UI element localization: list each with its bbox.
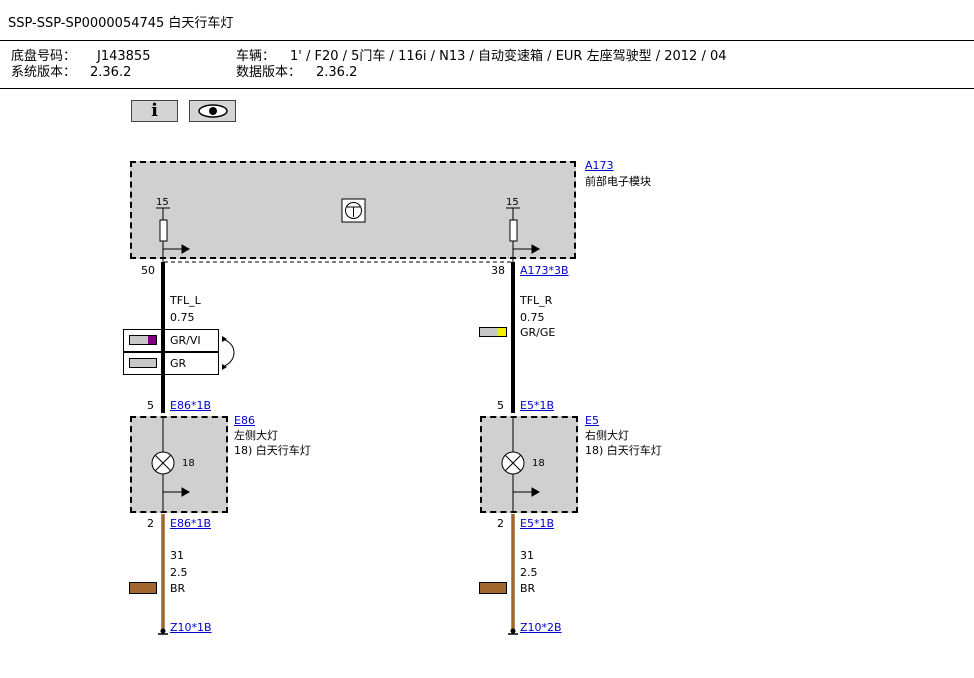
swatch-gr-ge: [479, 327, 507, 337]
module-left-pin-label: 15: [156, 197, 169, 208]
color-option-gr-vi[interactable]: [123, 329, 219, 352]
lamp-e86-pin-label: 18: [182, 458, 195, 469]
right-wire-name: TFL_R: [520, 294, 553, 307]
info-button[interactable]: i: [131, 100, 178, 122]
module-right-output: [506, 207, 541, 262]
right-wire-size: 0.75: [520, 311, 545, 324]
ground-left-wire-name: 31: [170, 549, 184, 562]
right-connector-top-link[interactable]: A173*3B: [520, 264, 569, 277]
chassis-value: J143855: [97, 49, 151, 64]
header-bottom-divider: [0, 88, 974, 89]
right-connector-bottom-link[interactable]: E5*1B: [520, 399, 554, 412]
option-bracket: [221, 338, 235, 368]
ground-right-wire-name: 31: [520, 549, 534, 562]
left-headlight-box[interactable]: [130, 416, 228, 513]
lamp-e5-function: 18) 白天行车灯: [585, 444, 662, 457]
swatch-br-left: [129, 582, 157, 594]
module-right-pin-label: 15: [506, 197, 519, 208]
module-symbol-icon: [341, 198, 366, 223]
swatch-gr-vi: [129, 335, 157, 345]
ground-right-wire-color: BR: [520, 582, 536, 595]
right-wire-color: GR/GE: [520, 326, 556, 339]
ground-symbol-right: [508, 628, 518, 635]
color-option-gr[interactable]: [123, 352, 219, 375]
ground-right-pin: 2: [497, 517, 504, 530]
left-wire-color-option-1: GR/VI: [170, 334, 201, 347]
lamp-e5-link[interactable]: E5: [585, 414, 599, 427]
module-a173-name: 前部电子模块: [585, 175, 651, 188]
lamp-e86-link[interactable]: E86: [234, 414, 255, 427]
system-version-label: 系统版本：: [11, 65, 77, 80]
header-divider: [0, 40, 974, 41]
chassis-label: 底盘号码：: [11, 49, 77, 64]
system-version-value: 2.36.2: [90, 65, 132, 80]
lamp-e86-name: 左侧大灯: [234, 429, 278, 442]
left-lamp-symbol: [151, 416, 191, 513]
right-pin-bottom: 5: [497, 399, 504, 412]
ground-left-connector-link[interactable]: E86*1B: [170, 517, 211, 530]
ground-right-wire-size: 2.5: [520, 566, 538, 579]
ground-right-connector-link[interactable]: E5*1B: [520, 517, 554, 530]
right-headlight-box[interactable]: [480, 416, 578, 513]
left-wire-size: 0.75: [170, 311, 195, 324]
module-left-output: [156, 207, 191, 262]
ground-left-wire-color: BR: [170, 582, 186, 595]
lamp-e5-pin-label: 18: [532, 458, 545, 469]
page-title: SSP-SSP-SP0000054745 白天行车灯: [8, 16, 234, 31]
lamp-e86-function: 18) 白天行车灯: [234, 444, 311, 457]
left-pin-bottom: 5: [147, 399, 154, 412]
ground-left-wire-size: 2.5: [170, 566, 188, 579]
view-button[interactable]: [189, 100, 236, 122]
data-version-value: 2.36.2: [316, 65, 358, 80]
left-connector-bottom-link[interactable]: E86*1B: [170, 399, 211, 412]
swatch-gr: [129, 358, 157, 368]
right-lamp-symbol: [501, 416, 541, 513]
ground-symbol-left: [158, 628, 168, 635]
right-pin-top: 38: [491, 264, 505, 277]
swatch-br-right: [479, 582, 507, 594]
ground-left-point-link[interactable]: Z10*1B: [170, 621, 212, 634]
vehicle-label: 车辆：: [236, 49, 276, 64]
ground-right-point-link[interactable]: Z10*2B: [520, 621, 562, 634]
ground-left-pin: 2: [147, 517, 154, 530]
eye-icon: [197, 104, 228, 118]
left-wire-name: TFL_L: [170, 294, 201, 307]
left-pin-top: 50: [141, 264, 155, 277]
module-a173-link[interactable]: A173: [585, 159, 614, 172]
lamp-e5-name: 右侧大灯: [585, 429, 629, 442]
data-version-label: 数据版本：: [236, 65, 302, 80]
vehicle-value: 1' / F20 / 5门车 / 116i / N13 / 自动变速箱 / EU…: [290, 49, 727, 64]
info-icon: i: [151, 100, 158, 121]
left-wire-color-option-2: GR: [170, 357, 187, 370]
